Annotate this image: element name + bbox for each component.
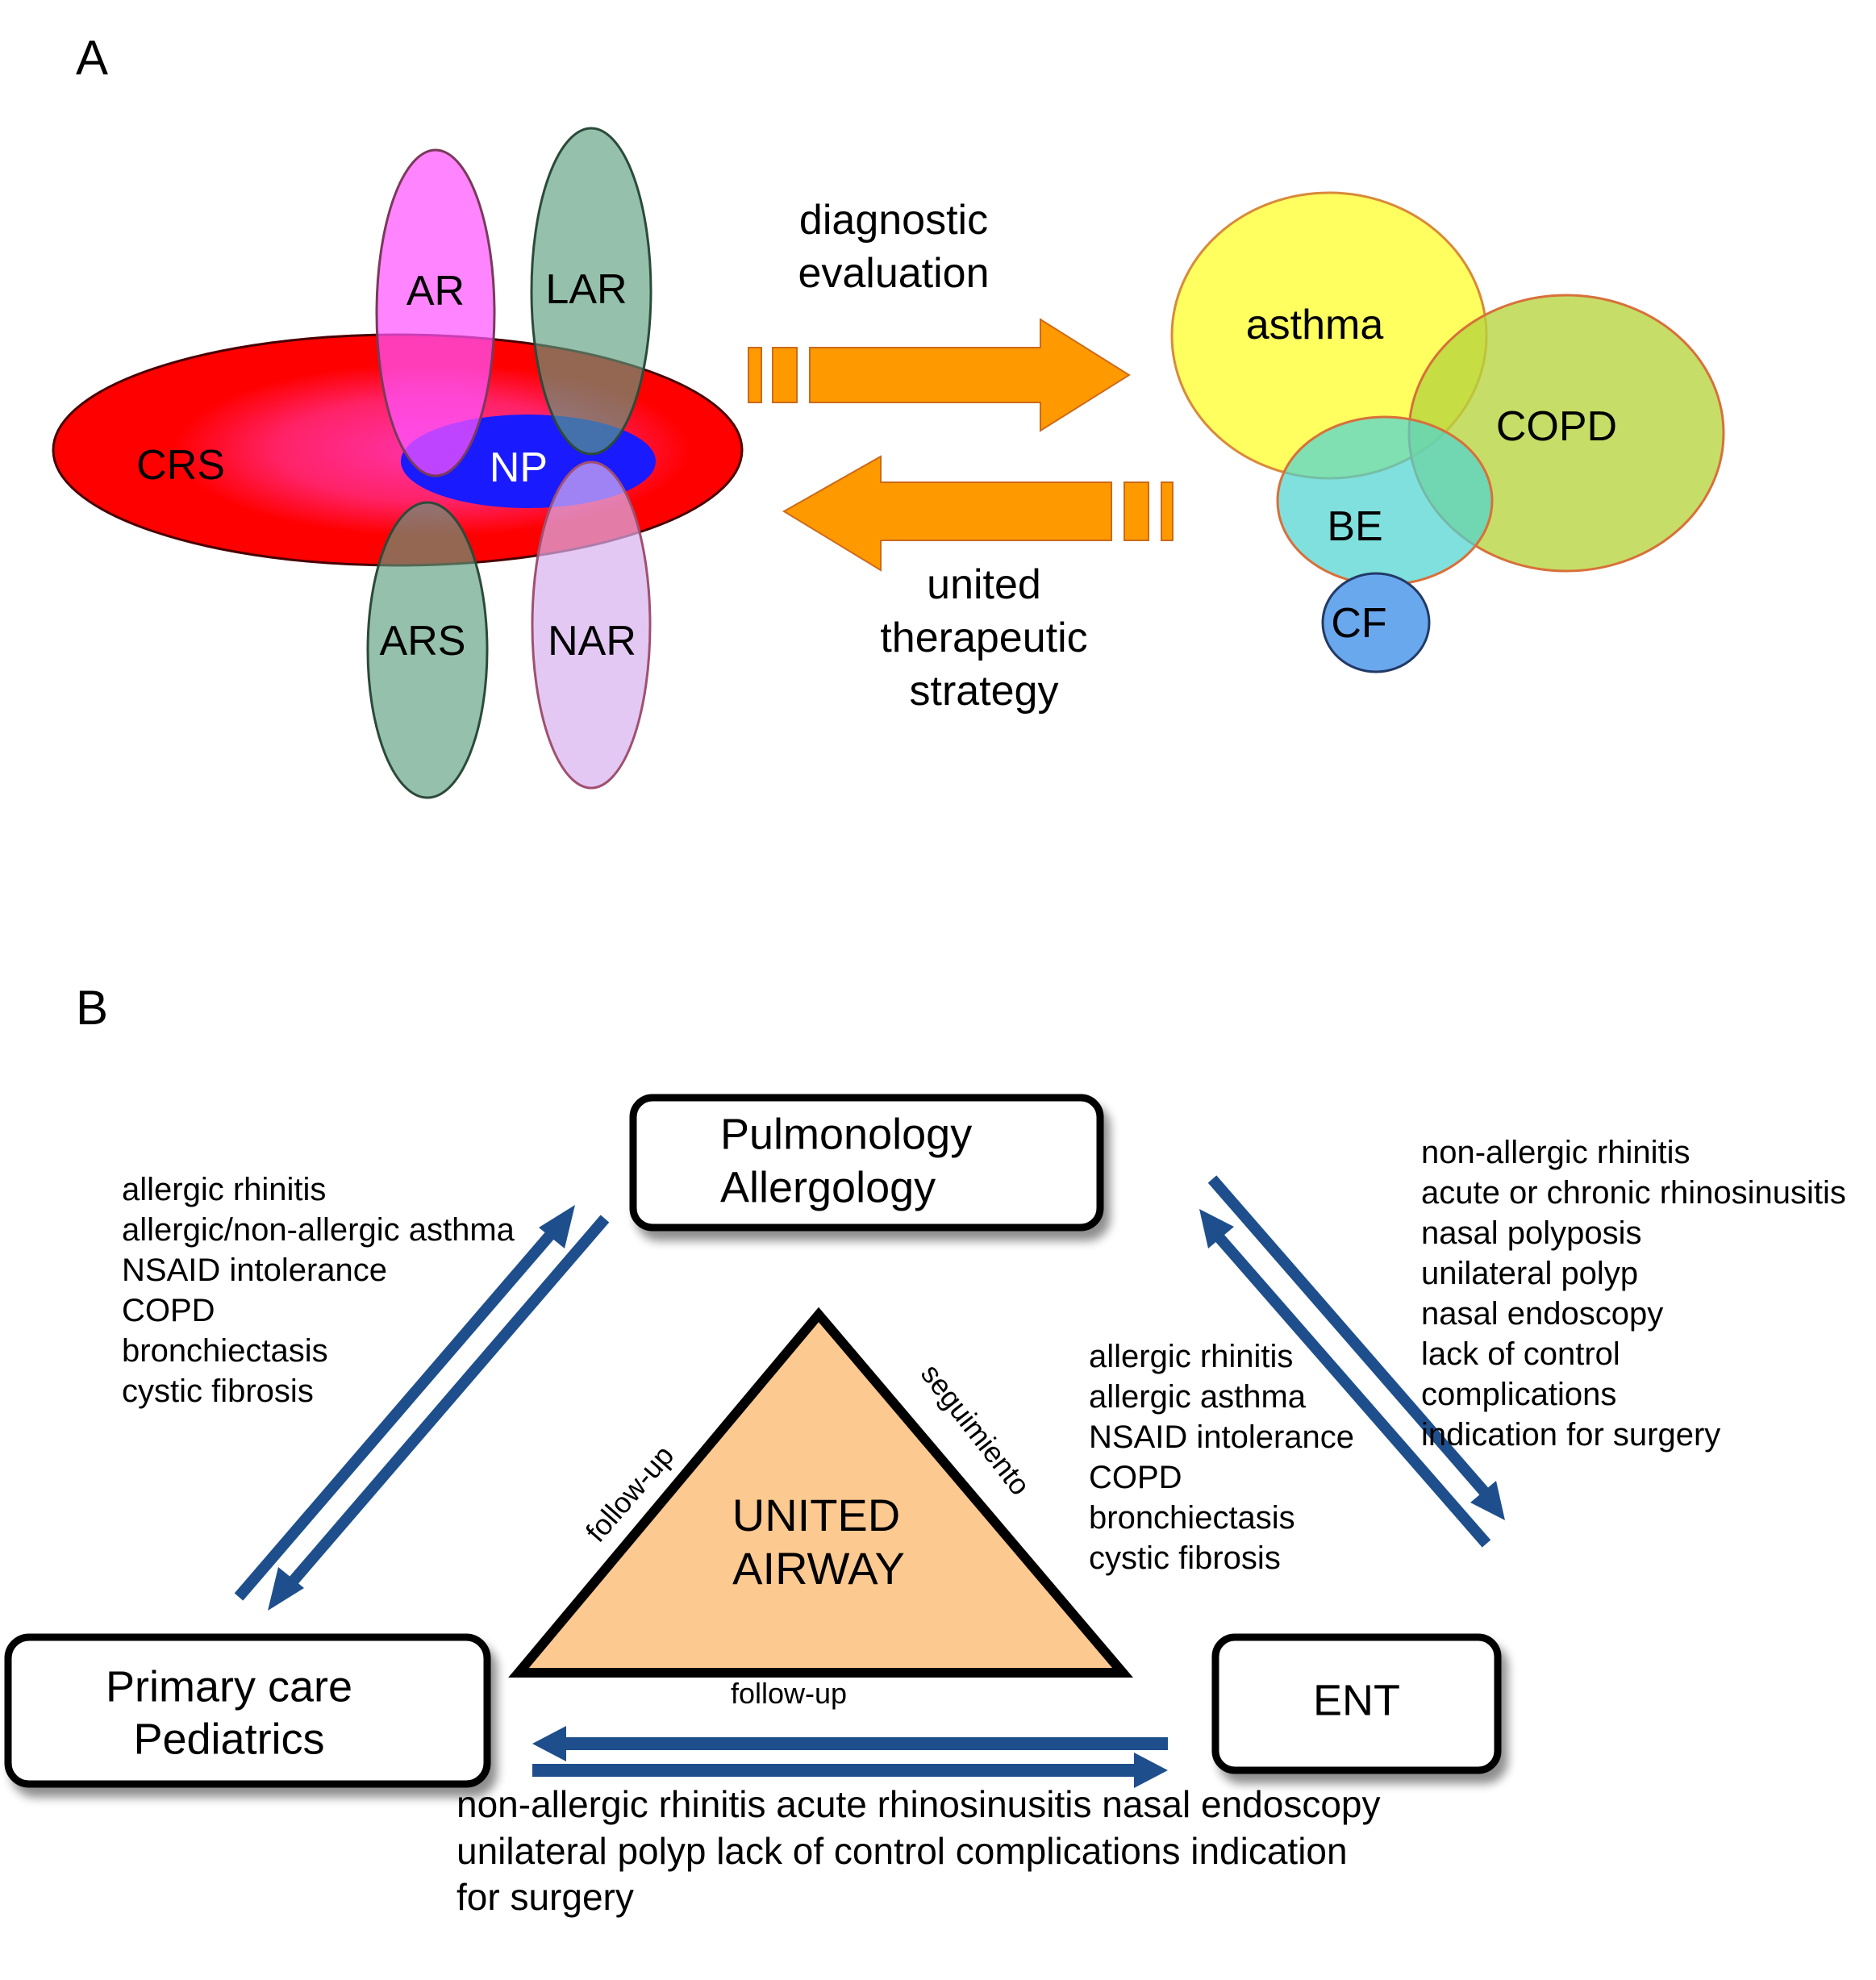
pulmonology-box bbox=[629, 1094, 1104, 1232]
be-circle bbox=[1276, 415, 1494, 586]
ars-ellipse bbox=[366, 501, 489, 799]
arrowhead-pulmonology-to-primary bbox=[268, 1567, 304, 1611]
backward-caption-line3: strategy bbox=[910, 668, 1059, 715]
forward-caption-line1: diagnostic bbox=[799, 197, 988, 244]
list-item: nasal endoscopy bbox=[1421, 1296, 1663, 1332]
list-item: cystic fibrosis bbox=[1089, 1540, 1281, 1576]
list-item: allergic rhinitis bbox=[122, 1172, 326, 1207]
united-airway-triangle: UNITED AIRWAY follow-up seguimiento foll… bbox=[508, 1307, 1133, 1710]
lower-airway-venn: asthma COPD BE CF bbox=[1170, 191, 1725, 673]
arrowhead-ent-to-primary bbox=[532, 1726, 566, 1761]
panel-b: B Pulmonology Allergology Primary care P… bbox=[4, 981, 1846, 1918]
ar-ellipse bbox=[375, 148, 496, 477]
primary-care-line1: Primary care bbox=[106, 1662, 352, 1711]
list-item: cystic fibrosis bbox=[122, 1373, 314, 1409]
backward-arrow-dash-2 bbox=[1124, 481, 1149, 541]
list-item: complications bbox=[1421, 1377, 1616, 1412]
cf-label: CF bbox=[1331, 600, 1386, 647]
ent-to-pulmonology-list: allergic rhinitis allergic asthma NSAID … bbox=[1089, 1339, 1354, 1576]
referral-arrows bbox=[234, 1175, 1505, 1788]
asthma-label: asthma bbox=[1246, 302, 1384, 348]
ent-box bbox=[1211, 1633, 1502, 1774]
backward-caption-line1: united bbox=[927, 561, 1041, 608]
list-item: non-allergic rhinitis bbox=[1421, 1135, 1690, 1170]
list-item: indication for surgery bbox=[1421, 1417, 1720, 1453]
list-item: nasal polyposis bbox=[1421, 1215, 1642, 1251]
primary-to-ent-text: non-allergic rhinitis acute rhinosinusit… bbox=[456, 1783, 1381, 1918]
lar-ellipse bbox=[530, 127, 652, 456]
list-item: allergic asthma bbox=[1089, 1379, 1307, 1415]
arrow-ent-to-pulmonology bbox=[1211, 1229, 1491, 1548]
crs-label: CRS bbox=[136, 442, 225, 489]
backward-arrow-dash-1 bbox=[1161, 481, 1174, 541]
pulmonology-line1: Pulmonology bbox=[720, 1110, 972, 1158]
ar-label: AR bbox=[406, 268, 465, 315]
list-item: COPD bbox=[1089, 1460, 1182, 1495]
list-item: unilateral polyp bbox=[1421, 1256, 1638, 1291]
primary-to-pulmonology-list: allergic rhinitis allergic/non-allergic … bbox=[122, 1172, 515, 1409]
panel-a-label: A bbox=[76, 31, 108, 85]
forward-arrow bbox=[748, 318, 1131, 432]
copd-label: COPD bbox=[1496, 403, 1617, 450]
node-ent: ENT bbox=[1211, 1633, 1502, 1774]
forward-arrow-dash-1 bbox=[748, 347, 762, 403]
list-item: allergic/non-allergic asthma bbox=[122, 1212, 515, 1248]
panel-b-label: B bbox=[76, 981, 108, 1035]
backward-caption-line2: therapeutic bbox=[880, 615, 1087, 661]
arrow-pulmonology-to-ent bbox=[1207, 1175, 1493, 1500]
node-primary-care: Primary care Pediatrics bbox=[4, 1633, 491, 1788]
be-label: BE bbox=[1327, 503, 1382, 550]
list-item: lack of control bbox=[1421, 1336, 1620, 1372]
panel-a: A CRS AR LAR NP ARS NAR diagnost bbox=[52, 31, 1725, 799]
arrow-primary-to-pulmonology bbox=[234, 1223, 561, 1601]
pulmonology-line2: Allergology bbox=[720, 1163, 936, 1211]
cf-circle bbox=[1321, 572, 1431, 673]
triangle-shape bbox=[508, 1307, 1133, 1678]
arrowhead-pulmonology-to-ent bbox=[1470, 1481, 1505, 1520]
bottom-text-line: non-allergic rhinitis acute rhinosinusit… bbox=[456, 1783, 1381, 1825]
forward-arrow-dash-2 bbox=[772, 347, 798, 403]
forward-caption-line2: evaluation bbox=[798, 250, 989, 297]
list-item: acute or chronic rhinosinusitis bbox=[1421, 1175, 1846, 1211]
nar-label: NAR bbox=[548, 618, 636, 665]
nasal-disease-venn: CRS AR LAR NP ARS NAR bbox=[52, 127, 744, 799]
list-item: NSAID intolerance bbox=[122, 1253, 387, 1288]
backward-arrow-body bbox=[782, 455, 1112, 572]
ars-label: ARS bbox=[380, 618, 466, 665]
center-line2: AIRWAY bbox=[732, 1543, 905, 1594]
center-line1: UNITED bbox=[732, 1490, 900, 1540]
primary-care-box bbox=[4, 1633, 491, 1788]
list-item: bronchiectasis bbox=[1089, 1500, 1295, 1536]
pulmonology-to-ent-list: non-allergic rhinitis acute or chronic r… bbox=[1421, 1135, 1846, 1453]
primary-care-line2: Pediatrics bbox=[133, 1715, 324, 1763]
forward-arrow-body bbox=[809, 318, 1131, 432]
list-item: NSAID intolerance bbox=[1089, 1419, 1354, 1455]
list-item: bronchiectasis bbox=[122, 1333, 328, 1369]
bottom-text-line: for surgery bbox=[456, 1876, 634, 1918]
bottom-text-line: unilateral polyp lack of control complic… bbox=[456, 1830, 1348, 1872]
list-item: allergic rhinitis bbox=[1089, 1339, 1293, 1374]
arrowhead-primary-to-ent bbox=[1134, 1753, 1168, 1788]
list-item: COPD bbox=[122, 1293, 215, 1328]
ent-label: ENT bbox=[1313, 1676, 1400, 1724]
np-label: NP bbox=[490, 444, 548, 491]
node-pulmonology: Pulmonology Allergology bbox=[629, 1094, 1104, 1232]
lar-label: LAR bbox=[545, 266, 627, 313]
backward-arrow bbox=[782, 455, 1174, 572]
arrow-pulmonology-to-primary bbox=[282, 1215, 610, 1592]
arrowhead-ent-to-pulmonology bbox=[1199, 1209, 1234, 1248]
bottom-edge-label: follow-up bbox=[731, 1677, 847, 1710]
arrowhead-primary-to-pulmonology bbox=[539, 1205, 575, 1248]
nar-ellipse bbox=[531, 461, 652, 790]
